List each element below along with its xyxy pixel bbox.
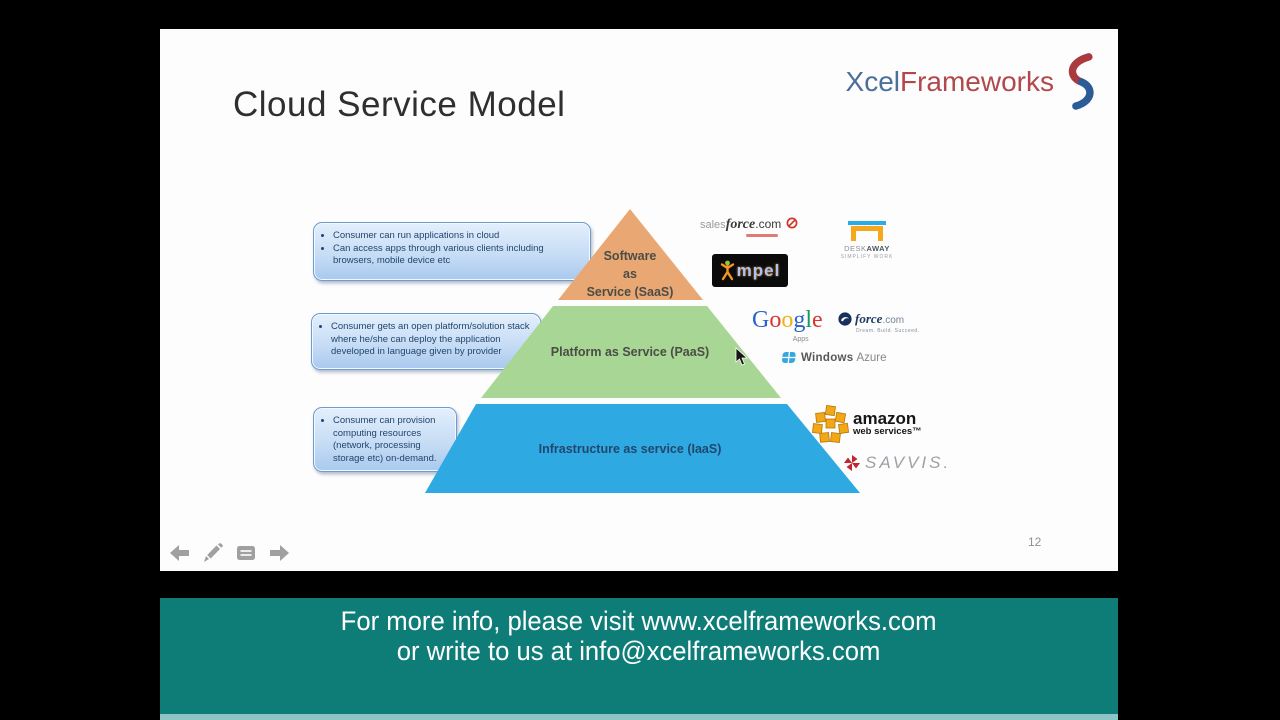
no-software-icon	[786, 217, 798, 229]
bottom-accent-strip	[160, 714, 1118, 720]
deskaway-name-desk: DESK	[844, 244, 867, 253]
next-slide-button[interactable]	[267, 541, 291, 565]
paas-tier-label: Platform as Service (PaaS)	[550, 345, 710, 359]
savvis-text: SAVVIS.	[865, 453, 952, 472]
salesforce-text-sales: sales	[700, 219, 726, 231]
salesforce-logo: salesforce.com	[700, 215, 798, 237]
previous-slide-button[interactable]	[168, 541, 192, 565]
azure-text-azure: Azure	[856, 352, 887, 364]
deskaway-name: DESKAWAY	[836, 244, 898, 253]
google-apps-sub: Apps	[792, 336, 809, 343]
logo-text: XcelFrameworks	[846, 65, 1054, 99]
google-letter-g: G	[752, 307, 770, 333]
salesforce-text-force: force	[725, 217, 756, 232]
aws-boxes-icon	[812, 405, 850, 444]
aws-text-amazon: amazon	[853, 409, 917, 428]
iaas-tier-label: Infrastructure as service (IaaS)	[538, 442, 722, 456]
google-letter-l: l	[805, 307, 813, 333]
saas-bullet-2: Can access apps through various clients …	[333, 243, 582, 268]
xcelframeworks-logo: XcelFrameworks	[846, 51, 1100, 116]
google-letter-o2: o	[781, 307, 794, 333]
saas-bullet-1: Consumer can run applications in cloud	[333, 230, 582, 243]
saas-label-line3: Service (SaaS)	[586, 285, 674, 299]
notes-panel-button[interactable]	[234, 541, 258, 565]
presentation-slide: Cloud Service Model XcelFrameworks Consu…	[160, 29, 1118, 571]
paas-callout: Consumer gets an open platform/solution …	[311, 313, 541, 370]
saas-callout: Consumer can run applications in cloud C…	[313, 222, 591, 281]
amazon-web-services-logo: amazon web services™	[812, 405, 922, 447]
iaas-bullet-1: Consumer can provision computing resourc…	[333, 415, 448, 466]
azure-text-windows: Windows	[801, 352, 854, 364]
banner-line-1: For more info, please visit www.xcelfram…	[341, 606, 937, 636]
forcecom-icon	[838, 312, 852, 326]
salesforce-tagline-mark	[746, 234, 778, 237]
impel-logo: mpel	[712, 254, 788, 287]
impel-person-icon	[720, 260, 734, 281]
savvis-pinwheel-icon	[844, 455, 860, 471]
forcecom-tagline: Dream. Build. Succeed.	[856, 328, 920, 334]
cloud-service-pyramid: Software as Service (SaaS) Platform as S…	[425, 209, 860, 493]
page-title: Cloud Service Model	[233, 85, 566, 124]
google-apps-logo: Google Apps	[752, 308, 823, 352]
google-letter-e: e	[812, 307, 823, 333]
aws-text-webservices: web services™	[853, 426, 922, 437]
forcecom-text-com: .com	[882, 315, 905, 326]
impel-text: mpel	[736, 260, 781, 280]
logo-text-frameworks: Frameworks	[899, 66, 1054, 97]
deskaway-desk-icon	[851, 226, 883, 241]
saas-label-line2: as	[623, 267, 637, 281]
deskaway-logo: DESKAWAY SIMPLIFY WORK	[836, 221, 898, 260]
info-banner: For more info, please visit www.xcelfram…	[160, 598, 1118, 714]
forcecom-logo: force.com Dream. Build. Succeed.	[838, 310, 920, 334]
iaas-tier-shape	[425, 404, 860, 493]
mouse-cursor	[735, 347, 749, 371]
banner-line-2: or write to us at info@xcelframeworks.co…	[397, 636, 881, 666]
deskaway-tagline: SIMPLIFY WORK	[840, 254, 894, 260]
saas-label-line1: Software	[603, 249, 657, 263]
deskaway-icon-bar	[848, 221, 886, 225]
deskaway-name-away: AWAY	[866, 244, 890, 253]
windows-flag-icon	[782, 351, 796, 363]
iaas-callout: Consumer can provision computing resourc…	[313, 407, 457, 472]
swoosh-icon	[1048, 51, 1100, 116]
slide-toolbar	[168, 541, 291, 565]
pen-tool-button[interactable]	[201, 541, 225, 565]
paas-bullet-1: Consumer gets an open platform/solution …	[331, 321, 532, 359]
saas-tier-label: Software as Service (SaaS)	[530, 247, 730, 301]
google-letter-o1: o	[769, 307, 782, 333]
salesforce-text-com: .com	[755, 217, 782, 231]
savvis-logo: SAVVIS.	[843, 453, 951, 473]
page-number: 12	[1028, 535, 1042, 549]
logo-text-xcel: Xcel	[845, 66, 900, 97]
forcecom-text-force: force	[855, 311, 883, 326]
google-letter-g2: g	[793, 307, 806, 333]
